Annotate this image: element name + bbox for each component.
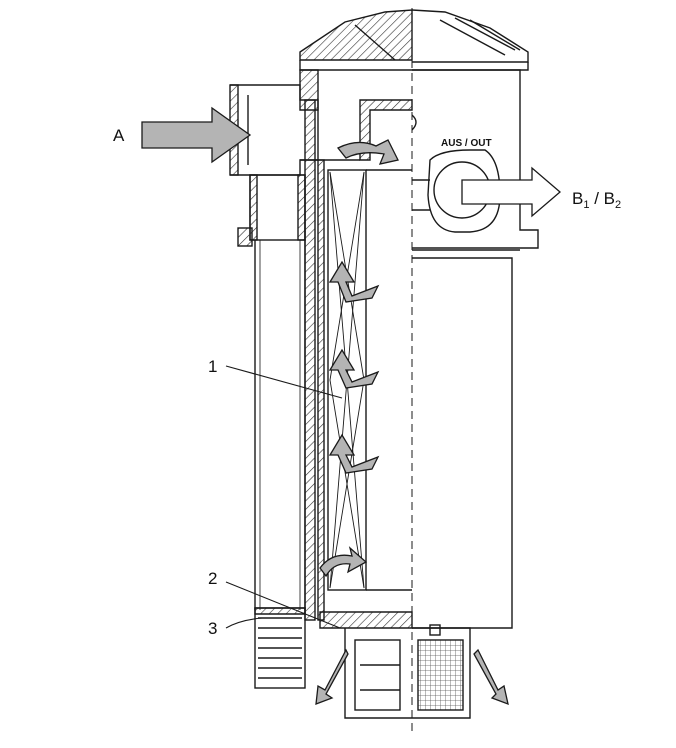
inlet-port [229, 69, 360, 176]
outlet-sep: / [589, 189, 603, 208]
housing-cap [299, 9, 529, 71]
inlet-label: A [113, 126, 125, 145]
drain-arrow-left [315, 648, 349, 705]
housing-exterior-right [411, 69, 539, 629]
drain-arrow-right [473, 648, 509, 706]
housing-wall-section [304, 99, 413, 621]
callout-2: 2 [208, 569, 217, 588]
leader-line-2 [225, 581, 341, 629]
outlet-b1-sub: 1 [583, 199, 589, 211]
flow-arrow-upper-2 [328, 348, 380, 389]
bypass-spring [254, 607, 306, 689]
callout-1: 1 [208, 357, 217, 376]
outlet-b2: B [604, 189, 615, 208]
outlet-b1: B [572, 189, 583, 208]
outlet-b2-sub: 2 [615, 199, 621, 211]
flow-arrow-upper-1 [328, 260, 380, 303]
bottom-valve [319, 611, 471, 719]
leader-line-1 [225, 365, 343, 399]
leader-line-3 [225, 617, 263, 629]
flow-arrow-mid [328, 433, 380, 474]
return-tube [237, 174, 306, 610]
inlet-arrow [141, 106, 252, 164]
flow-arrow-lower [319, 546, 368, 578]
callout-3: 3 [208, 619, 217, 638]
outlet-arrow [461, 166, 561, 218]
housing-mark-label: AUS / OUT [441, 138, 492, 149]
outlet-label: B1 / B2 [572, 189, 621, 211]
flow-arrow-top [336, 139, 399, 165]
